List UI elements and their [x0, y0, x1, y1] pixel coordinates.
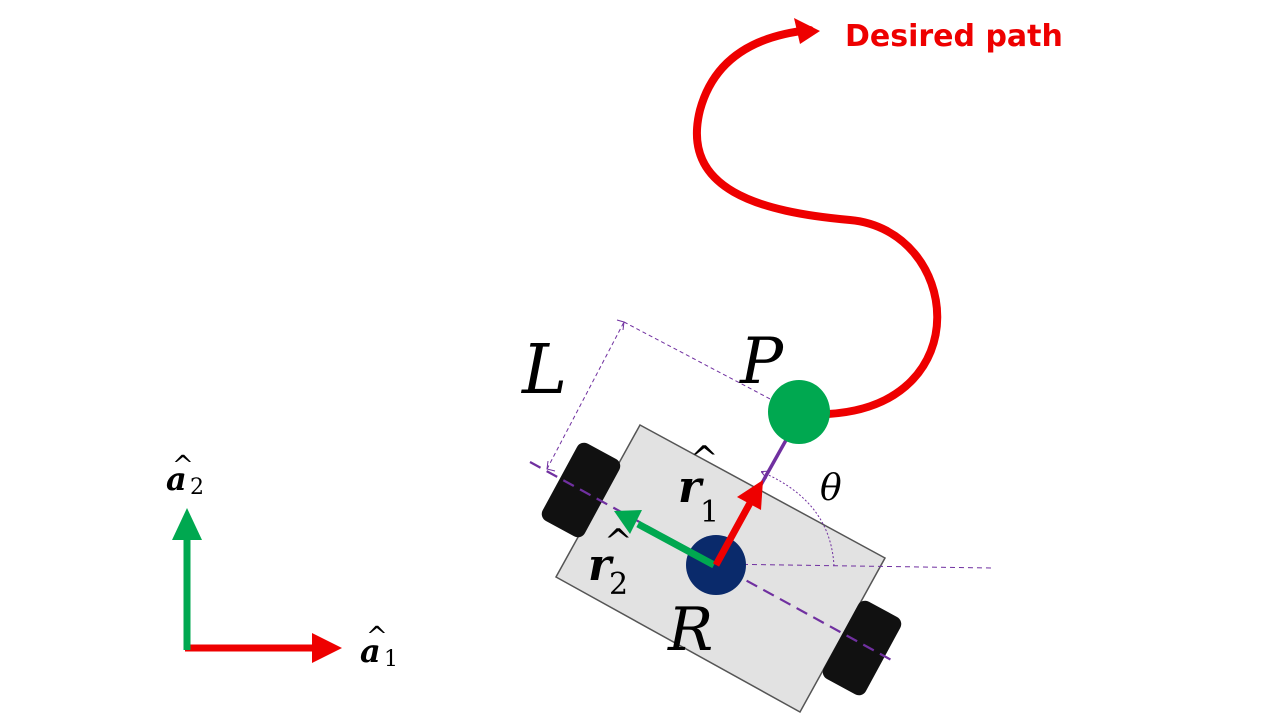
- label-r1: ^ r 1: [678, 439, 719, 530]
- r1-arrowhead: [737, 480, 763, 510]
- r2-arrow: [636, 520, 716, 569]
- extension-line-top: [623, 321, 794, 412]
- svg-text:^: ^: [366, 622, 388, 652]
- wheel-axle: [529, 461, 896, 663]
- svg-text:r: r: [588, 540, 614, 591]
- desired-path-label: Desired path: [845, 19, 1063, 54]
- label-R: R: [667, 595, 713, 665]
- a1-arrowhead: [312, 633, 342, 663]
- svg-text:^: ^: [172, 451, 194, 481]
- label-P: P: [739, 325, 784, 399]
- label-r2: ^ r 2: [588, 522, 633, 602]
- reference-frame: [172, 508, 342, 663]
- dimension-tick-bottom: [546, 460, 556, 472]
- svg-text:1: 1: [700, 495, 719, 530]
- svg-text:1: 1: [384, 647, 398, 672]
- label-theta: θ: [820, 468, 842, 509]
- svg-text:a: a: [166, 460, 187, 498]
- desired-path-arrowhead: [794, 18, 820, 44]
- label-a2: ^ a 2: [166, 451, 204, 500]
- horizontal-reference-line: [715, 563, 993, 569]
- r1-arrow: [712, 501, 754, 567]
- right-wheel: [822, 600, 902, 696]
- label-L: L: [520, 331, 567, 410]
- svg-text:2: 2: [609, 567, 628, 602]
- svg-text:r: r: [678, 462, 704, 513]
- desired-path-curve: [693, 26, 942, 418]
- svg-text:2: 2: [190, 475, 204, 500]
- svg-text:^: ^: [690, 439, 719, 479]
- a2-arrowhead: [172, 508, 202, 540]
- point-p: [768, 380, 830, 444]
- r2-arrowhead: [614, 510, 642, 534]
- theta-arc: [762, 472, 835, 567]
- svg-text:^: ^: [604, 522, 633, 562]
- label-a1: ^ a 1: [360, 622, 398, 672]
- svg-text:a: a: [360, 632, 381, 670]
